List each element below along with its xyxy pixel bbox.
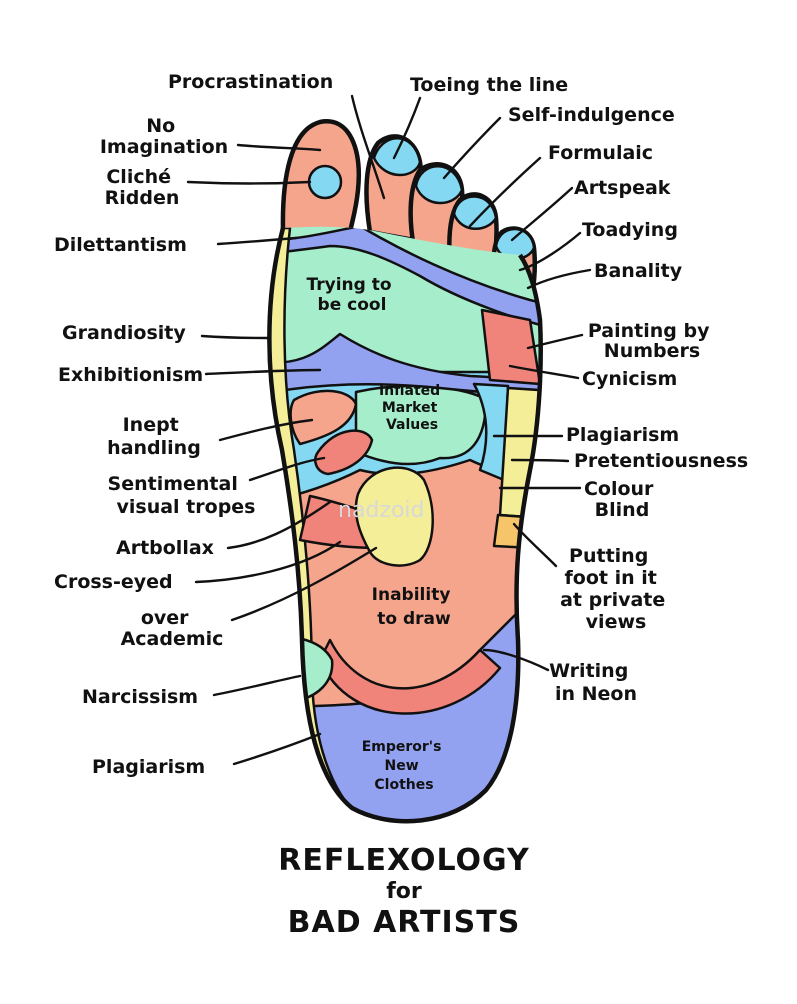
label-grandiosity: Grandiosity (62, 322, 186, 344)
label-dilettantism: Dilettantism (54, 234, 187, 256)
label-self-indulgence: Self-indulgence (508, 104, 675, 126)
zone-exhibitionism-band (269, 332, 541, 400)
zone-toe-band (269, 226, 541, 334)
label-narcissism: Narcissism (82, 686, 198, 708)
zone-sentimental (314, 429, 374, 476)
label-toeing-the-line: Toeing the line (410, 74, 568, 96)
label-plagiarism-left: Plagiarism (92, 756, 205, 778)
title-line-1: REFLEXOLOGY (278, 843, 530, 878)
label-cliche-ridden: Cliché Ridden (105, 166, 180, 209)
watermark: nadzoid (338, 498, 424, 523)
label-putting-foot-in-it: Putting foot in it at private views (560, 545, 672, 633)
label-artbollax: Artbollax (116, 537, 214, 559)
label-pretentiousness: Pretentiousness (574, 450, 748, 472)
title-line-2: for (386, 879, 422, 904)
label-exhibitionism: Exhibitionism (58, 364, 203, 386)
label-plagiarism-right: Plagiarism (566, 424, 679, 446)
label-procrastination: Procrastination (168, 71, 333, 93)
label-trying-to-be-cool: Trying to be cool (307, 275, 398, 315)
toe-2-tip (372, 137, 422, 177)
zone-right-cyan-strip (472, 382, 510, 482)
zone-cross-eyed-yellow (354, 466, 434, 567)
label-colour-blind: Colour Blind (584, 478, 660, 521)
label-cynicism: Cynicism (582, 368, 677, 390)
label-inflated-market-values: Inflated Market Values (379, 383, 445, 433)
label-emperors-new-clothes: Emperor's New Clothes (362, 739, 447, 793)
toe-4-tip (452, 195, 498, 230)
title-line-3: BAD ARTISTS (288, 905, 521, 940)
label-sentimental-visual-tropes: Sentimental visual tropes (108, 473, 256, 518)
right-labels: Toeing the line Self-indulgence Formulai… (410, 74, 748, 705)
zone-orange-patch (492, 513, 541, 552)
label-banality: Banality (594, 260, 683, 282)
cliche-ridden-spot (307, 164, 343, 200)
label-no-imagination: No Imagination (100, 115, 228, 158)
left-labels: Procrastination No Imagination Cliché Ri… (54, 71, 333, 778)
label-over-academic: over Academic (121, 607, 224, 650)
label-artspeak: Artspeak (574, 177, 671, 199)
label-toadying: Toadying (582, 219, 678, 241)
label-inability-to-draw: Inability to draw (372, 585, 457, 629)
inner-labels: Trying to be cool Inflated Market Values… (307, 275, 457, 793)
title-block: REFLEXOLOGY for BAD ARTISTS (278, 843, 530, 940)
label-painting-by-numbers: Painting by Numbers (588, 320, 716, 362)
label-cross-eyed: Cross-eyed (54, 571, 173, 593)
label-formulaic: Formulaic (548, 142, 653, 164)
label-writing-in-neon: Writing in Neon (549, 660, 637, 705)
leader-lines (186, 94, 592, 766)
zone-red-arc (318, 638, 502, 715)
toe-3-tip (414, 165, 464, 205)
label-inept-handling: Inept handling (107, 414, 201, 459)
